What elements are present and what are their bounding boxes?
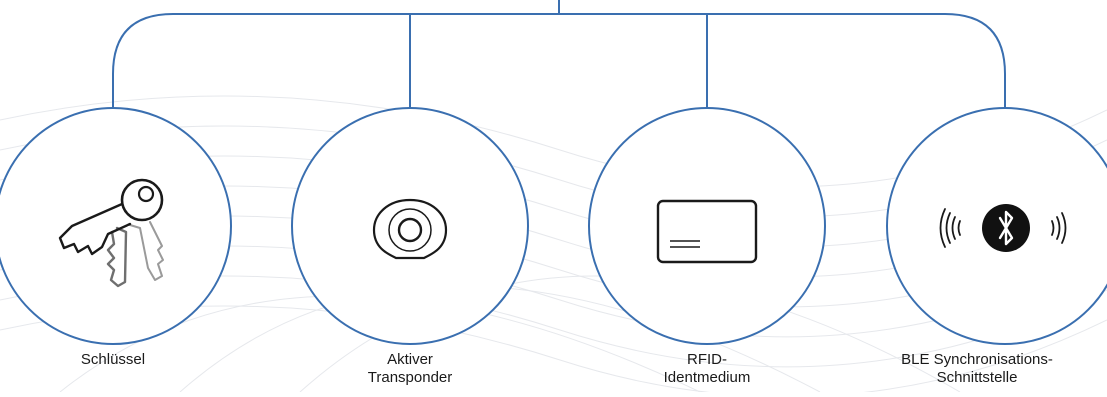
label-ble-line-1: BLE Synchronisations- bbox=[901, 351, 1053, 368]
connector-lines bbox=[112, 0, 1006, 108]
transponder-icon bbox=[372, 198, 448, 260]
node-circle-rfid bbox=[588, 107, 826, 345]
label-keys-line-1: Schlüssel bbox=[80, 351, 146, 368]
label-transponder-line-2: Transponder bbox=[367, 369, 453, 386]
rfid-card-icon bbox=[656, 199, 758, 264]
bluetooth-icon bbox=[939, 204, 1067, 252]
label-rfid: RFID- Identmedium bbox=[577, 351, 837, 387]
keys-icon bbox=[58, 178, 164, 288]
branch-bar bbox=[112, 13, 1006, 108]
label-transponder: Aktiver Transponder bbox=[280, 351, 540, 387]
label-ble-line-2: Schnittstelle bbox=[936, 369, 1018, 386]
label-rfid-line-1: RFID- bbox=[687, 351, 727, 368]
label-ble: BLE Synchronisations- Schnittstelle bbox=[847, 351, 1107, 387]
label-rfid-line-2: Identmedium bbox=[663, 369, 751, 386]
label-transponder-line-1: Aktiver bbox=[387, 351, 433, 368]
node-circle-transponder bbox=[291, 107, 529, 345]
node-circle-keys bbox=[0, 107, 232, 345]
label-keys: Schlüssel bbox=[0, 351, 243, 369]
